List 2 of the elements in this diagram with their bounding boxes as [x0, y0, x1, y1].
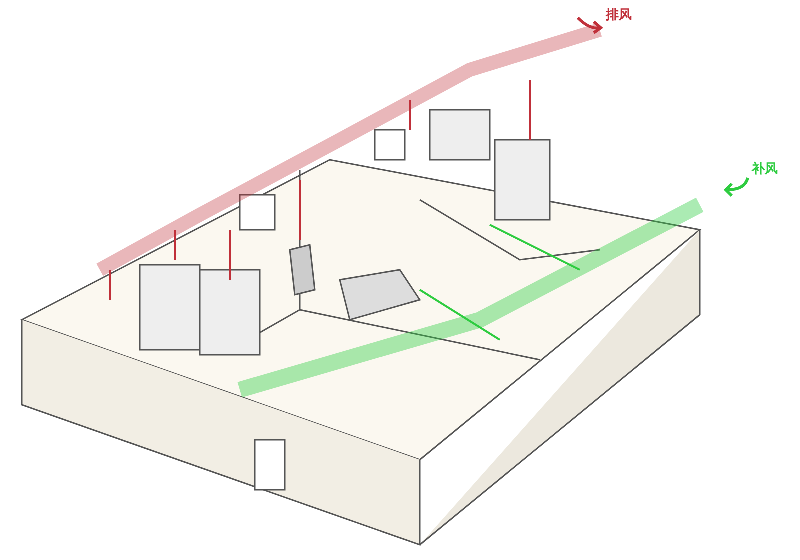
airflow-label: 排风	[606, 7, 632, 24]
airflow-label: 补风	[752, 160, 778, 178]
